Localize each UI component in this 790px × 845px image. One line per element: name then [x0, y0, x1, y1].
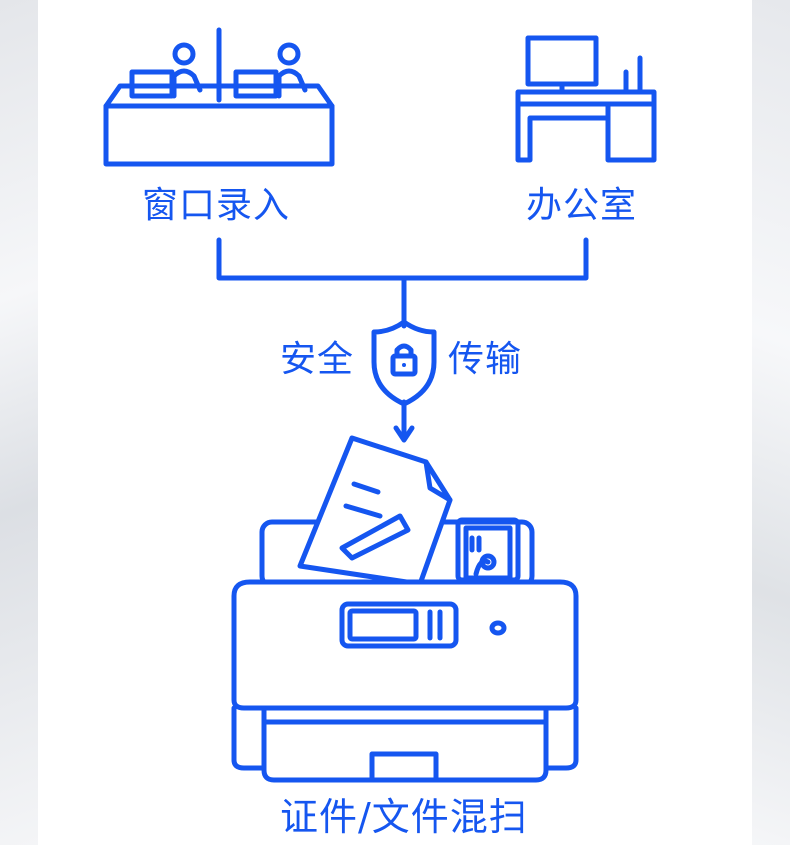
connector-lines [216, 237, 589, 443]
mixed-scan-label: 证件/文件混扫 [280, 795, 528, 839]
office-desk-icon [515, 35, 657, 163]
background-left-edge [0, 0, 38, 845]
id-card-icon [455, 517, 521, 583]
service-counter-icon [103, 27, 335, 167]
scanner-icon [231, 435, 579, 783]
secure-label: 安全 [280, 339, 355, 380]
background-right-edge [752, 0, 790, 845]
office-label: 办公室 [526, 185, 638, 226]
window-entry-label: 窗口录入 [142, 185, 291, 226]
transfer-label: 传输 [448, 339, 523, 380]
shield-lock-icon [371, 319, 437, 407]
document-icon [297, 435, 453, 587]
